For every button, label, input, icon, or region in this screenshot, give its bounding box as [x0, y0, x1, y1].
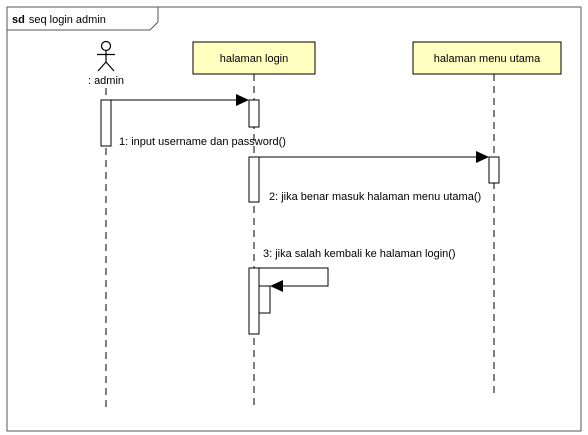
lifeline-halaman-menu-utama: halaman menu utama [412, 41, 562, 75]
frame-border [6, 6, 582, 432]
message-3: 3: jika salah kembali ke halaman login() [259, 248, 456, 292]
message-label: 2: jika benar masuk halaman menu utama() [269, 191, 481, 203]
lifeline-halaman-login: halaman login [192, 41, 316, 75]
frame-keyword: sd [12, 14, 25, 26]
message-arrowhead-icon [236, 94, 249, 106]
frame-name: seq login admin [29, 14, 106, 26]
self-message-line [259, 267, 329, 287]
lifeline-title: halaman menu utama [434, 53, 541, 65]
frame-title-tab [7, 7, 159, 31]
sd-frame: sd seq login admin [6, 6, 582, 432]
frame-title: sd seq login admin [12, 14, 106, 26]
actor-stick-figure-icon [97, 40, 115, 72]
activation-bar-login-1 [248, 99, 260, 128]
actor-admin: : admin [88, 40, 124, 87]
message-1: 1: input username dan password() [111, 94, 286, 148]
lifeline-head [192, 41, 316, 75]
message-2: 2: jika benar masuk halaman menu utama() [259, 151, 489, 203]
message-arrowhead-icon [270, 280, 283, 292]
activation-bar-menu [488, 156, 500, 184]
message-label: 3: jika salah kembali ke halaman login() [263, 248, 456, 260]
lifeline-title: halaman login [220, 53, 289, 65]
activation-bar-admin [100, 99, 112, 147]
activation-bar-login-2 [248, 156, 260, 203]
message-label: 1: input username dan password() [119, 136, 286, 148]
actor-label: : admin [88, 75, 124, 87]
lifeline-head [412, 41, 562, 75]
message-arrowhead-icon [476, 151, 489, 163]
activation-bar-login-nested [258, 285, 271, 314]
activation-bar-login-3 [248, 267, 260, 335]
